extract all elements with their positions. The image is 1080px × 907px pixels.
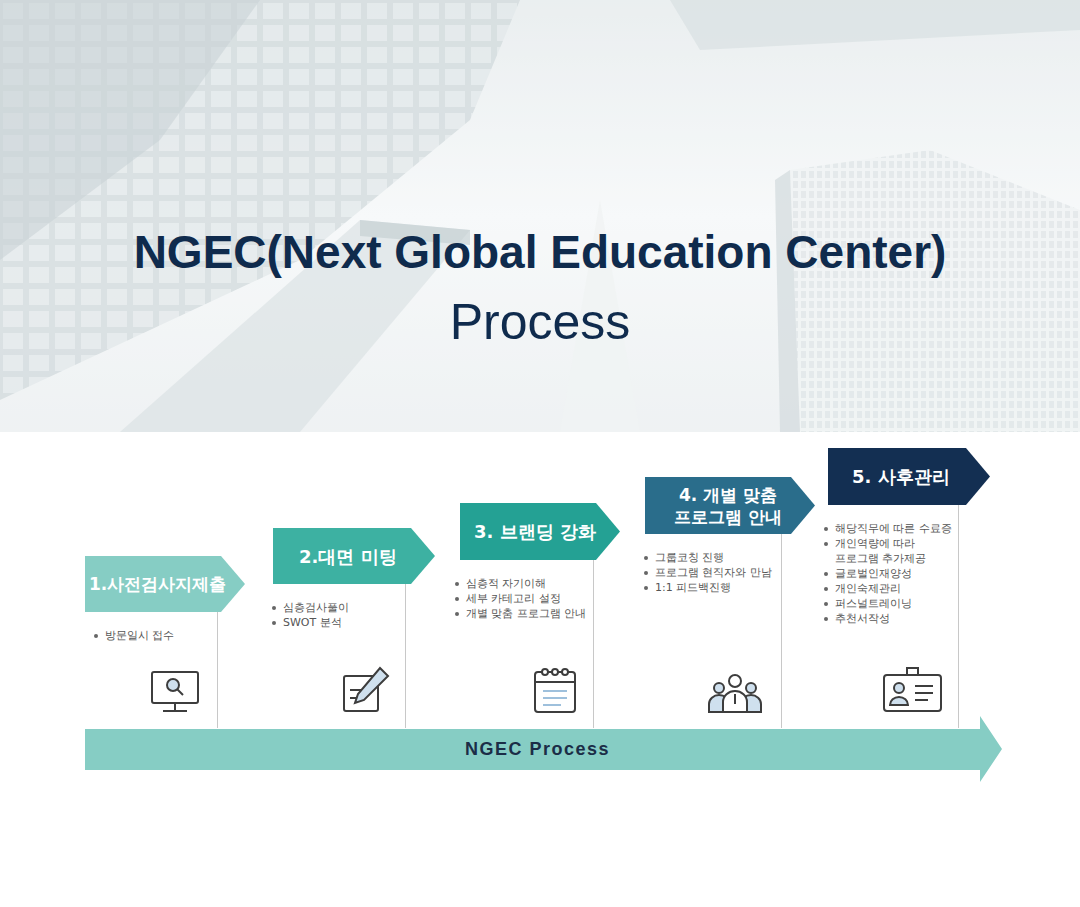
bullet-item: 퍼스널트레이닝	[822, 596, 954, 611]
bullet-text: 추천서작성	[835, 611, 890, 626]
bullet-dot	[644, 556, 648, 560]
bullet-dot	[272, 606, 276, 610]
bullet-item: 개별 맞춤 프로그램 안내	[453, 606, 589, 621]
step-arrow: 3. 브랜딩 강화	[460, 503, 620, 560]
bullet-dot	[455, 597, 459, 601]
bullet-item: 해당직무에 따른 수료증	[822, 521, 954, 536]
bullet-text: 그룹코칭 진행	[655, 550, 725, 565]
bullet-dot	[644, 571, 648, 575]
notepad-icon	[535, 669, 575, 712]
bullet-dot	[644, 586, 648, 590]
bullet-dot	[824, 602, 828, 606]
arrow-fill	[460, 503, 620, 560]
step-title: 1.사전검사지제출	[89, 573, 226, 595]
bullet-item: 심층검사풀이	[270, 600, 400, 615]
bullet-item: 방문일시 접수	[92, 628, 212, 643]
bullet-dot	[455, 612, 459, 616]
bullet-item: SWOT 분석	[270, 615, 400, 630]
bullet-text: 심층검사풀이	[283, 600, 349, 615]
step-title: 2.대면 미팅	[299, 545, 397, 568]
bullet-text: 방문일시 접수	[105, 628, 175, 643]
process-band: NGEC Process	[85, 716, 1002, 782]
bullet-item: 개인숙제관리	[822, 581, 954, 596]
band-text-holder: NGEC Process	[85, 729, 990, 770]
bullet-text: 개별 맞춤 프로그램 안내	[466, 606, 587, 621]
bullet-text: 글로벌인재양성	[835, 566, 912, 581]
building-photo	[0, 0, 1080, 432]
subtitle: Process	[0, 292, 1080, 352]
bullet-text: SWOT 분석	[283, 615, 342, 630]
arrow-fill	[273, 528, 435, 584]
band-title: NGEC Process	[465, 739, 610, 760]
bullet-item: 심층적 자기이해	[453, 576, 589, 591]
bullet-item: 그룹코칭 진행	[642, 550, 776, 565]
bullet-list: 해당직무에 따른 수료증개인역량에 따라 프로그램 추가제공글로벌인재양성개인숙…	[822, 521, 954, 626]
bullet-item: 프로그램 현직자와 만남	[642, 565, 776, 580]
step-title: 3. 브랜딩 강화	[474, 520, 596, 543]
bullet-item: 글로벌인재양성	[822, 566, 954, 581]
bullet-list: 방문일시 접수	[92, 628, 212, 643]
bullet-list: 그룹코칭 진행프로그램 현직자와 만남1:1 피드백진행	[642, 550, 776, 595]
bullet-text: 심층적 자기이해	[466, 576, 547, 591]
id-card-icon	[884, 668, 941, 711]
bullet-item: 추천서작성	[822, 611, 954, 626]
bullet-dot	[455, 582, 459, 586]
bullet-dot	[824, 572, 828, 576]
bullet-text: 프로그램 현직자와 만남	[655, 565, 772, 580]
step-title: 4. 개별 맞춤 프로그램 안내	[664, 484, 792, 528]
bullet-dot	[824, 542, 828, 546]
bullet-list: 심층적 자기이해세부 카테고리 설정개별 맞춤 프로그램 안내	[453, 576, 589, 621]
bullet-text: 개인역량에 따라 프로그램 추가제공	[835, 536, 954, 566]
bullet-item: 개인역량에 따라 프로그램 추가제공	[822, 536, 954, 566]
bullet-list: 심층검사풀이SWOT 분석	[270, 600, 400, 630]
step-title: 5. 사후관리	[852, 465, 950, 488]
step-arrow: 2.대면 미팅	[273, 528, 435, 584]
monitor-icon	[152, 672, 198, 711]
bullet-text: 세부 카테고리 설정	[466, 591, 561, 606]
arrow-fill	[85, 556, 245, 612]
bullet-text: 1:1 피드백진행	[655, 580, 731, 595]
people-icon	[709, 675, 761, 712]
column-separators	[218, 505, 959, 728]
bullet-text: 해당직무에 따른 수료증	[835, 521, 952, 536]
bullet-dot	[272, 621, 276, 625]
bullet-item: 1:1 피드백진행	[642, 580, 776, 595]
bullet-item: 세부 카테고리 설정	[453, 591, 589, 606]
bullet-text: 개인숙제관리	[835, 581, 901, 596]
step-arrow: 4. 개별 맞춤 프로그램 안내	[645, 477, 815, 534]
bullet-dot	[824, 587, 828, 591]
arrow-fill	[828, 448, 990, 505]
title: NGEC(Next Global Education Center)	[0, 224, 1080, 280]
pencil-paper-icon	[344, 668, 388, 711]
bullet-dot	[824, 527, 828, 531]
arrow-fill	[645, 477, 815, 534]
bullet-text: 퍼스널트레이닝	[835, 596, 912, 611]
bullet-dot	[94, 634, 98, 638]
step-arrow: 1.사전검사지제출	[85, 556, 245, 612]
band-fill	[85, 716, 1002, 782]
step-arrow: 5. 사후관리	[828, 448, 990, 505]
bullet-dot	[824, 617, 828, 621]
